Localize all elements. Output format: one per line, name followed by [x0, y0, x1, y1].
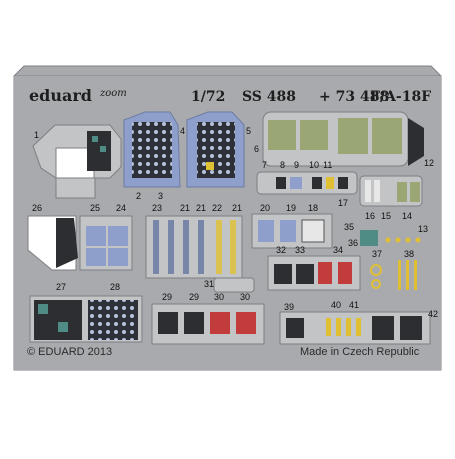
scale-label: 1/72	[191, 89, 226, 105]
part-number: 11	[323, 160, 332, 170]
part-number: 21	[180, 203, 190, 213]
part-number: 29	[189, 292, 199, 302]
part-number: 4	[180, 126, 185, 136]
part-number: 15	[381, 211, 391, 221]
brand-name: eduard	[29, 86, 92, 105]
set-code: SS 488	[242, 89, 297, 105]
part-number: 12	[424, 158, 434, 168]
part-number: 22	[212, 203, 222, 213]
part-number: 36	[348, 238, 358, 248]
part-5-dials	[197, 122, 235, 178]
part-31-strip	[213, 277, 255, 293]
part-number: 17	[338, 198, 348, 208]
part-number: 1	[34, 130, 39, 140]
part-number: 5	[246, 126, 251, 136]
part-number: 31	[204, 279, 214, 289]
part-number: 28	[110, 282, 120, 292]
part-number: 24	[116, 203, 126, 213]
part-number: 23	[152, 203, 162, 213]
part-13-screws	[385, 237, 421, 243]
part-23-harness	[145, 215, 243, 279]
zoom-logo: zoom	[100, 88, 127, 99]
part-number: 2	[136, 191, 141, 201]
part-number: 26	[32, 203, 42, 213]
part-number: 16	[365, 211, 375, 221]
green-panel-c	[338, 118, 368, 154]
green-panel-a	[268, 120, 296, 150]
part-number: 35	[344, 222, 354, 232]
part-38-pins	[398, 260, 417, 290]
part-number: 8	[280, 160, 285, 170]
part-number: 34	[333, 245, 343, 255]
copyright-text: © EDUARD 2013	[27, 346, 113, 358]
part-36-teal	[360, 230, 378, 246]
part-number: 39	[284, 302, 294, 312]
part-number: 19	[286, 203, 296, 213]
part-number: 30	[240, 292, 250, 302]
green-panel-b	[300, 120, 328, 150]
part-number: 20	[260, 203, 270, 213]
part-number: 30	[214, 292, 224, 302]
part-number: 38	[404, 249, 414, 259]
part-12-hook	[408, 118, 424, 166]
part-number-labels: 1 2 3 4 5 6 7 8 9 10 11 12 13 14 15 16 1…	[32, 126, 438, 319]
part-number: 7	[262, 160, 267, 170]
part-number: 3	[158, 191, 163, 201]
part-number: 18	[308, 203, 318, 213]
part-number: 37	[372, 249, 382, 259]
part-3-dials	[132, 122, 172, 178]
aircraft-type: F/A-18F	[370, 89, 432, 105]
part-40-switches	[326, 318, 361, 336]
part-number: 42	[428, 309, 438, 319]
part-number: 9	[294, 160, 299, 170]
origin-text: Made in Czech Republic	[300, 346, 420, 358]
part-37-rings	[370, 264, 382, 289]
part-number: 14	[402, 211, 412, 221]
part-number: 10	[309, 160, 319, 170]
part-number: 6	[254, 144, 259, 154]
part-number: 41	[349, 300, 359, 310]
part-number: 27	[56, 282, 66, 292]
part-number: 29	[162, 292, 172, 302]
part-number: 21	[232, 203, 242, 213]
green-panel-d	[372, 118, 402, 154]
part-number: 21	[196, 203, 206, 213]
part-number: 33	[295, 245, 305, 255]
part-number: 13	[418, 224, 428, 234]
part-number: 25	[90, 203, 100, 213]
part-number: 32	[276, 245, 286, 255]
part-number: 40	[331, 300, 341, 310]
plus-code: + 73 488	[319, 89, 390, 105]
part-1-panel	[87, 131, 111, 171]
